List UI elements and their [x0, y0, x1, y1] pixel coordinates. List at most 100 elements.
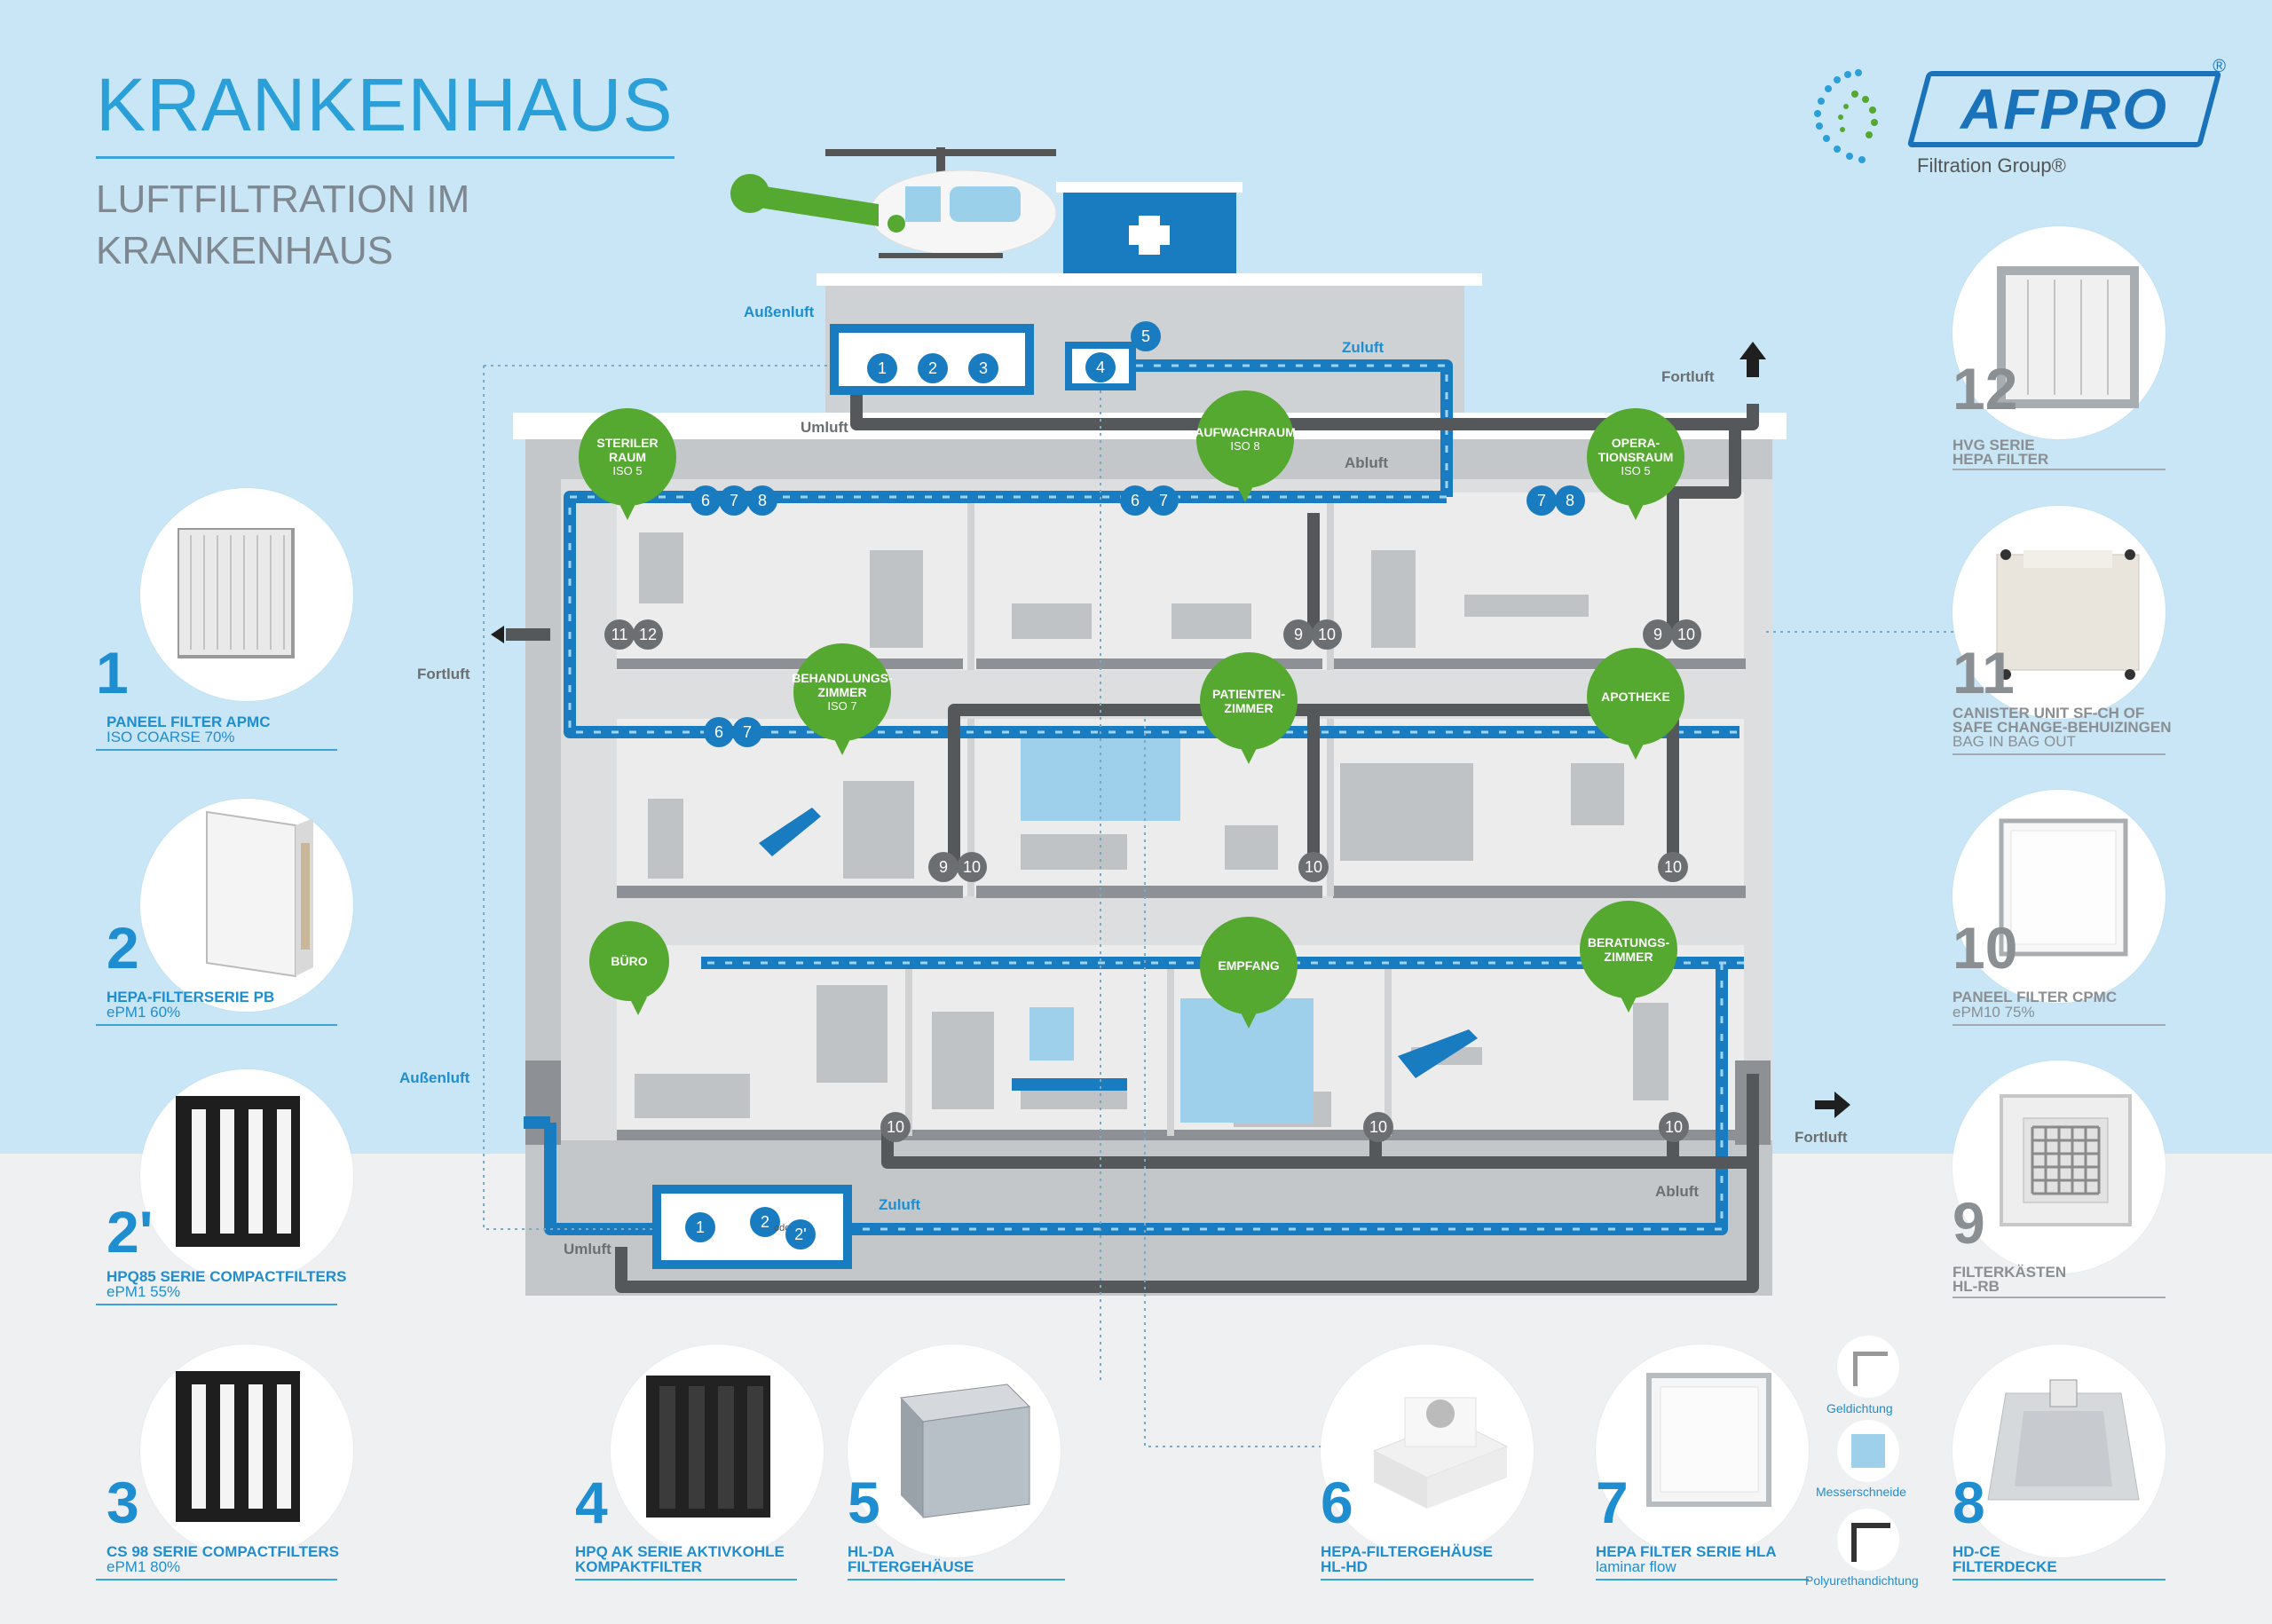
room-bubble-beratungszimmer: BERATUNGS-ZIMMER: [1580, 901, 1677, 1013]
helicopter-icon: [730, 147, 1057, 258]
badge-f2-ex-9: 9: [928, 852, 958, 882]
product-spec: ISO COARSE 70%: [106, 729, 235, 745]
badge-f3-a-6: 6: [690, 485, 721, 516]
room-bubble-buero: BÜRO: [589, 921, 669, 1015]
badge-f2-ex-10b: 10: [1298, 852, 1329, 882]
product-spec: ePM10 75%: [1952, 1004, 2035, 1021]
room-name: STERILER RAUM: [596, 436, 659, 464]
badge-ahu-top-4: 4: [1085, 352, 1116, 382]
badge-ahu-bottom-1: 1: [685, 1212, 715, 1242]
badge-f3-b-6: 6: [1120, 485, 1150, 516]
badge-f3-ex-10a: 10: [1312, 619, 1342, 650]
badge-ahu-top-3: 3: [968, 353, 998, 383]
room-iso: ISO 8: [1230, 439, 1260, 453]
label-aussenluft-top: Außenluft: [744, 304, 815, 320]
seal-options: Geldichtung Messerschneide Polyurethandi…: [1805, 1336, 1935, 1593]
room-name: BEHANDLUNGS-ZIMMER: [792, 671, 893, 699]
badge-f1-ex-10b: 10: [1363, 1112, 1393, 1142]
page-title: KRANKENHAUS: [96, 63, 674, 146]
product-divider: [1952, 469, 2166, 470]
product-divider: [96, 1579, 337, 1581]
gel-seal-icon: [1837, 1336, 1899, 1398]
seal-option-gel: Geldichtung: [1826, 1401, 1893, 1415]
product-1: 1 PANEEL FILTER APMC ISO COARSE 70%: [96, 488, 353, 754]
label-aussenluft-bottom: Außenluft: [399, 1069, 470, 1086]
badge-f3-a-8: 8: [747, 485, 777, 516]
room-name: OPERA-TIONSRAUM: [1598, 436, 1674, 464]
room-bubble-aufwachraum: AUFWACHRAUM ISO 8: [1195, 390, 1296, 502]
room-bubble-apotheke: APOTHEKE: [1587, 648, 1684, 760]
product-name: HL-DA: [848, 1543, 895, 1560]
product-name: HEPA FILTER SERIE HLA: [1596, 1543, 1777, 1560]
badge-f1-ex-10c: 10: [1659, 1112, 1689, 1142]
product-number: 9: [1952, 1190, 1985, 1256]
product-number: 1: [96, 640, 129, 706]
product-spec: BAG IN BAG OUT: [1952, 733, 2076, 750]
badge-ahu-top-2: 2: [918, 353, 948, 383]
product-name: HVG SERIE: [1952, 437, 2035, 453]
product-divider: [1321, 1579, 1534, 1581]
badge-f3-ex-11: 11: [604, 619, 635, 650]
room-name: EMPFANG: [1218, 958, 1280, 973]
product-4: 4 HPQ AK SERIE AKTIVKOHLE KOMPAKTFILTER: [575, 1344, 824, 1584]
label-abluft-bottom: Abluft: [1655, 1183, 1700, 1200]
product-7: 7 HEPA FILTER SERIE HLA laminar flow: [1596, 1344, 1826, 1584]
product-number: 8: [1952, 1470, 1985, 1535]
product-name: PANEEL FILTER CPMC: [1952, 989, 2118, 1005]
badge-f3-ex-12: 12: [633, 619, 663, 650]
panel-filter-cpmc-icon: [1999, 818, 2128, 957]
badge-f2-6: 6: [704, 717, 734, 747]
product-divider: [96, 1024, 337, 1026]
label-fortluft-left: Fortluft: [417, 666, 470, 682]
room-name: BÜRO: [611, 954, 648, 968]
label-umluft-top: Umluft: [801, 419, 848, 436]
brand-tagline: Filtration Group®: [1917, 154, 2066, 177]
badge-f3-b-7: 7: [1148, 485, 1179, 516]
seal-option-knife-edge: Messerschneide: [1816, 1485, 1906, 1499]
product-spec: laminar flow: [1596, 1558, 1676, 1575]
badge-ahu-bottom-2: 2: [750, 1207, 780, 1237]
room-name: PATIENTEN-ZIMMER: [1212, 687, 1285, 715]
product-8: 8 HD-CE FILTERDECKE: [1952, 1344, 2183, 1584]
product-10: 10 PANEEL FILTER CPMC ePM10 75%: [1952, 790, 2183, 1029]
panel-filter-icon: [178, 528, 295, 658]
product-5: 5 HL-DA FILTERGEHÄUSE: [848, 1344, 1078, 1584]
product-9: 9 FILTERKÄSTEN HL-RB: [1952, 1060, 2183, 1300]
room-iso: ISO 5: [612, 464, 643, 477]
carbon-compact-filter-icon: [646, 1376, 770, 1518]
product-divider: [1952, 753, 2166, 755]
product-number: 3: [106, 1470, 139, 1535]
brand-logo: AFPRO ® Filtration Group®: [1802, 57, 2226, 186]
product-name-line2: SAFE CHANGE-BEHUIZINGEN: [1952, 719, 2172, 736]
filter-box-grille-icon: [2000, 1094, 2132, 1226]
product-name: FILTERKÄSTEN: [1952, 1264, 2067, 1281]
product-number: 2': [106, 1199, 154, 1265]
product-name: HPQ85 SERIE COMPACTFILTERS: [106, 1268, 347, 1285]
product-divider: [848, 1579, 1065, 1581]
room-iso: ISO 7: [827, 699, 857, 713]
product-name: HD-CE: [1952, 1543, 2000, 1560]
product-name: HPQ AK SERIE AKTIVKOHLE: [575, 1543, 785, 1560]
filter-housing-icon: [899, 1384, 1031, 1518]
product-name-line2: FILTERDECKE: [1952, 1558, 2057, 1575]
badge-f3-ex-10b: 10: [1671, 619, 1701, 650]
room-bubble-empfang: EMPFANG: [1200, 917, 1298, 1029]
label-zuluft-bottom: Zuluft: [879, 1196, 921, 1213]
room-bubble-patientenzimmer: PATIENTEN-ZIMMER: [1200, 652, 1298, 764]
product-divider: [96, 749, 337, 751]
badge-f3-ex-9a: 9: [1283, 619, 1314, 650]
product-2prime: 2' HPQ85 SERIE COMPACTFILTERS ePM1 55%: [96, 1069, 353, 1309]
page-subtitle: LUFTFILTRATION IM KRANKENHAUS: [96, 177, 470, 272]
product-number: 11: [1952, 640, 2015, 706]
room-bubble-steriler-raum: STERILER RAUM ISO 5: [579, 408, 676, 520]
polyurethane-seal-icon: [1837, 1509, 1899, 1571]
badge-ahu-top-5: 5: [1131, 321, 1161, 351]
product-name-line2: HEPA FILTER: [1952, 451, 2049, 468]
room-name: BERATUNGS-ZIMMER: [1587, 935, 1670, 964]
badge-f2-ex-10a: 10: [957, 852, 987, 882]
product-name: CS 98 SERIE COMPACTFILTERS: [106, 1543, 339, 1560]
product-number: 6: [1321, 1470, 1353, 1535]
badge-ahu-bottom-2prime: 2': [785, 1219, 816, 1250]
badge-f3-ex-9b: 9: [1643, 619, 1673, 650]
